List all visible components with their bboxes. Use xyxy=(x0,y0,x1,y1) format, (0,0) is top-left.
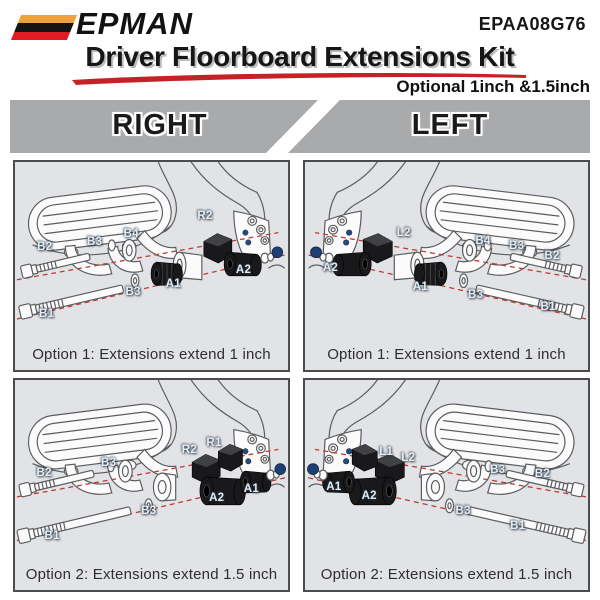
exploded-diagram-left-1inch xyxy=(305,162,588,370)
brand-name: EPMAN xyxy=(76,6,193,41)
banner-left-label: LEFT xyxy=(411,109,489,141)
exploded-diagram-right-1inch xyxy=(15,162,288,370)
panel-caption: Option 2: Extensions extend 1.5 inch xyxy=(320,566,573,583)
exploded-diagram-left-1.5inch xyxy=(305,380,588,590)
panel-caption: Option 1: Extensions extend 1 inch xyxy=(327,346,566,363)
banner-right-label: RIGHT xyxy=(112,109,208,141)
brand-logo-stripes xyxy=(10,15,78,40)
exploded-diagram-right-1.5inch xyxy=(15,380,288,590)
panel-caption: Option 1: Extensions extend 1 inch xyxy=(32,346,271,363)
banner-background xyxy=(10,100,590,153)
side-banner: RIGHT LEFT xyxy=(10,100,590,153)
logo-stripe-red xyxy=(10,31,71,40)
logo-stripe-black xyxy=(14,23,74,32)
subtitle-optional-sizes: Optional 1inch &1.5inch xyxy=(396,77,590,96)
part-number: EPAA08G76 xyxy=(478,14,586,34)
panel-caption: Option 2: Extensions extend 1.5 inch xyxy=(25,566,278,583)
title-underline-swoosh xyxy=(72,72,526,85)
logo-stripe-orange xyxy=(17,15,78,24)
page-title: Driver Floorboard Extensions Kit xyxy=(85,41,515,72)
